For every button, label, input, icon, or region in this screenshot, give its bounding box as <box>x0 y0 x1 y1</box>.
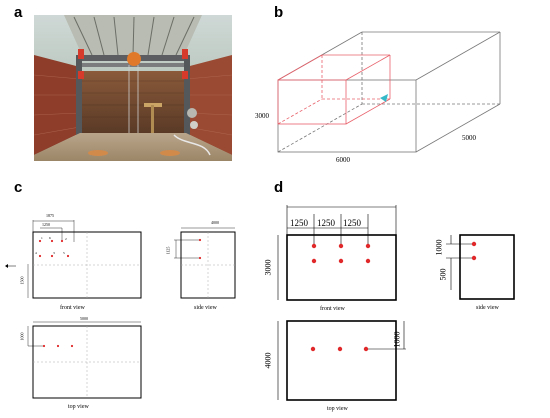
c-point-label-1: 1 <box>41 236 43 240</box>
c-point-label-2: 2 <box>65 237 67 241</box>
c-side-view-label: side view <box>194 305 217 311</box>
c-top-view <box>27 321 142 399</box>
c-front-dim-1250: 1250 <box>42 222 50 227</box>
d-front-view-label: front view <box>320 306 345 312</box>
d-top-dim-1000: 1000 <box>392 331 402 348</box>
d-side-dim-500: 500 <box>438 268 448 281</box>
c-top-dim-5000: 5000 <box>80 316 88 321</box>
d-top-view <box>277 320 406 401</box>
c-front-view-label: front view <box>60 305 85 311</box>
c-point-label-5: 5 <box>63 251 65 255</box>
panel-label-c: c <box>14 179 23 196</box>
test-region-box <box>277 54 391 125</box>
panel-label-b: b <box>274 4 284 21</box>
c-front-dim-1875: 1875 <box>46 213 54 218</box>
source-marker-icon <box>380 94 388 102</box>
c-side-dim-1125: 1125 <box>165 246 171 255</box>
c-point-label-3: 3 <box>53 251 55 255</box>
d-side-view <box>446 234 515 300</box>
c-top-view-label: top view <box>68 404 89 410</box>
d-side-dim-1000: 1000 <box>434 239 444 256</box>
c-point-label-4: 4 <box>35 251 37 255</box>
d-top-view-label: top view <box>327 406 348 412</box>
c-side-dim-4000: 4000 <box>211 220 219 225</box>
panel-label-d: d <box>274 179 284 196</box>
c-side-view <box>174 227 236 299</box>
dim-depth-label: 5000 <box>462 134 476 142</box>
d-front-dim-3000: 3000 <box>263 259 273 276</box>
d-front-dim-1: 1250 <box>290 218 308 228</box>
experiment-photo <box>34 15 232 161</box>
c-front-dim-1500: 1500 <box>19 276 25 285</box>
c-point-label-6: 6 <box>49 236 51 240</box>
d-front-dim-3: 1250 <box>343 218 361 228</box>
dim-height-label: 3000 <box>255 112 269 120</box>
c-top-dim-1000: 1000 <box>19 332 25 341</box>
d-front-dim-2: 1250 <box>317 218 335 228</box>
dim-length-label: 6000 <box>336 156 350 164</box>
d-top-dim-4000: 4000 <box>263 352 273 369</box>
c-front-view <box>5 220 142 299</box>
d-side-view-label: side view <box>476 305 499 311</box>
panel-label-a: a <box>14 4 23 21</box>
